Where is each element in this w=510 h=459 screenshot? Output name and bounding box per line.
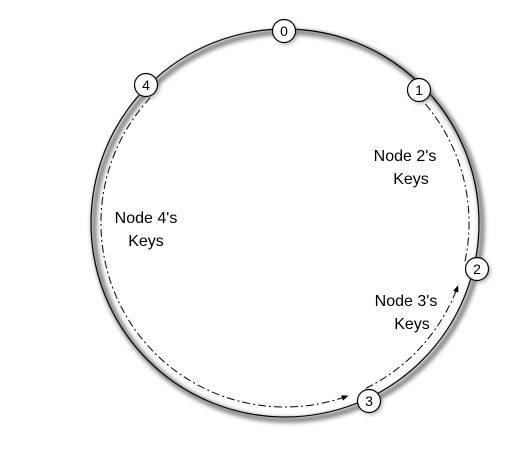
ring-node-0: 0 (271, 18, 298, 45)
node-4-keys-line2: Keys (128, 233, 164, 250)
node-4-keys-label: Node 4's Keys (115, 210, 178, 250)
node-4-keys-arc (100, 97, 349, 408)
node-3-keys-line1: Node 3's (375, 293, 438, 310)
node-2-circle (464, 256, 490, 282)
ring-node-4: 4 (133, 72, 160, 99)
node-4-keys-line1: Node 4's (115, 210, 178, 227)
node-0-label: 0 (280, 23, 288, 39)
ring-node-3: 3 (356, 388, 383, 415)
node-2-keys-line2: Keys (393, 171, 429, 188)
ring-node-1: 1 (406, 77, 433, 104)
ring-node-2: 2 (464, 256, 491, 283)
node-3-keys-arc (365, 285, 459, 389)
node-3-label: 3 (365, 393, 373, 409)
node-1-circle (406, 77, 432, 103)
node-4-circle (133, 72, 159, 98)
node-2-keys-line1: Node 2's (374, 148, 437, 165)
node-2-label: 2 (473, 261, 481, 277)
node-1-label: 1 (415, 82, 423, 98)
node-3-keys-label: Node 3's Keys (375, 293, 438, 333)
node-3-circle (356, 388, 382, 414)
node-2-keys-arc (409, 87, 470, 262)
node-4-label: 4 (142, 77, 150, 93)
node-3-keys-line2: Keys (394, 316, 430, 333)
node-2-keys-label: Node 2's Keys (374, 148, 437, 188)
node-0-circle (271, 18, 297, 44)
